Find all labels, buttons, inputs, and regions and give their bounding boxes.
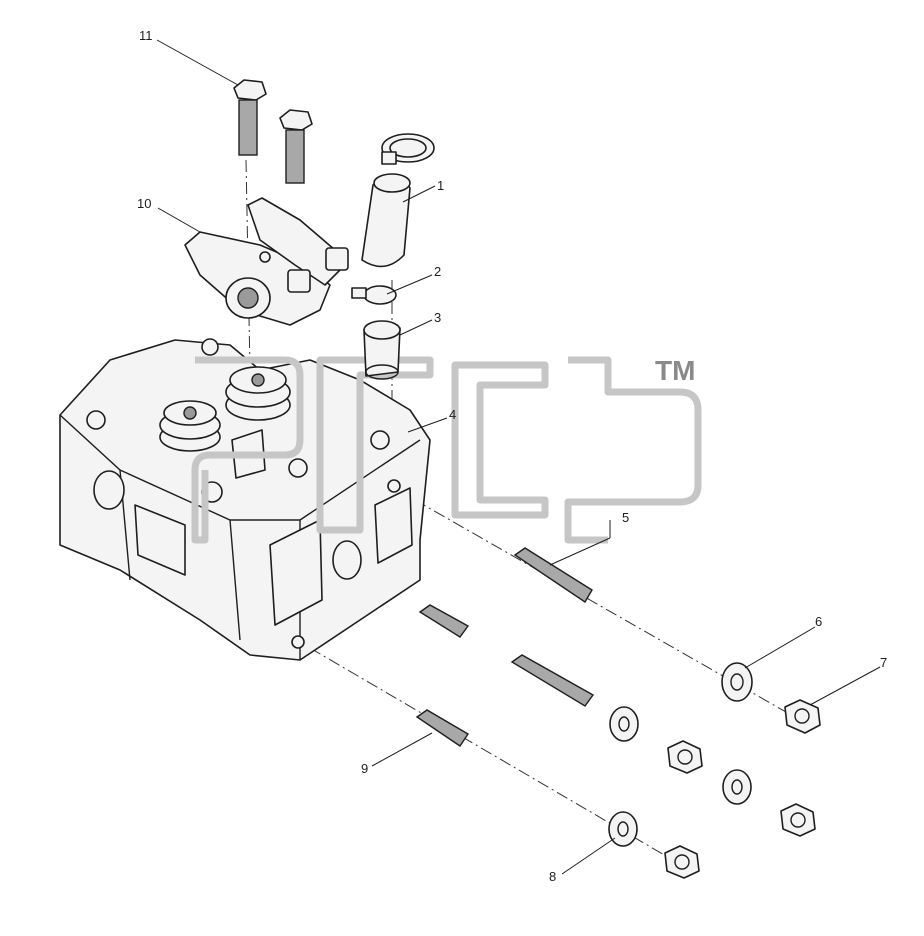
callout-9: 9 (361, 761, 368, 776)
leader-lines (156, 39, 881, 875)
callout-1: 1 (437, 178, 444, 193)
callout-2: 2 (434, 264, 441, 279)
callout-5: 5 (622, 510, 629, 525)
hose-clamp (351, 285, 397, 305)
callout-10: 10 (137, 196, 151, 211)
callout-4: 4 (449, 407, 456, 422)
callout-7: 7 (880, 655, 887, 670)
studs (415, 547, 595, 747)
hose-with-clamp (361, 133, 435, 268)
washers-and-nuts (608, 662, 821, 879)
bolts (233, 79, 313, 184)
callout-6: 6 (815, 614, 822, 629)
cylinder-head (59, 338, 431, 661)
callout-11: 11 (139, 28, 153, 43)
trademark-symbol: TM (655, 355, 695, 386)
rocker-arm-assembly (184, 197, 349, 326)
watermark-logo: TM (191, 355, 702, 544)
callout-3: 3 (434, 310, 441, 325)
callout-labels: 11 10 1 2 3 4 5 6 7 8 9 (137, 28, 887, 884)
callout-8: 8 (549, 869, 556, 884)
sleeve (363, 320, 401, 380)
